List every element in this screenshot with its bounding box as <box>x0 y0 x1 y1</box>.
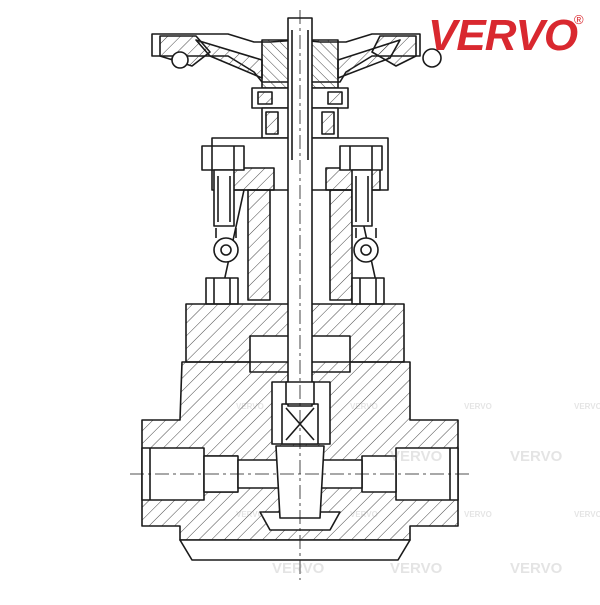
gland-bolt-right <box>339 145 383 263</box>
gland-bolt-left <box>201 145 245 263</box>
brand-logo: VERVO <box>428 11 578 60</box>
centre-lines <box>130 10 470 580</box>
registered-mark: ® <box>574 12 584 27</box>
